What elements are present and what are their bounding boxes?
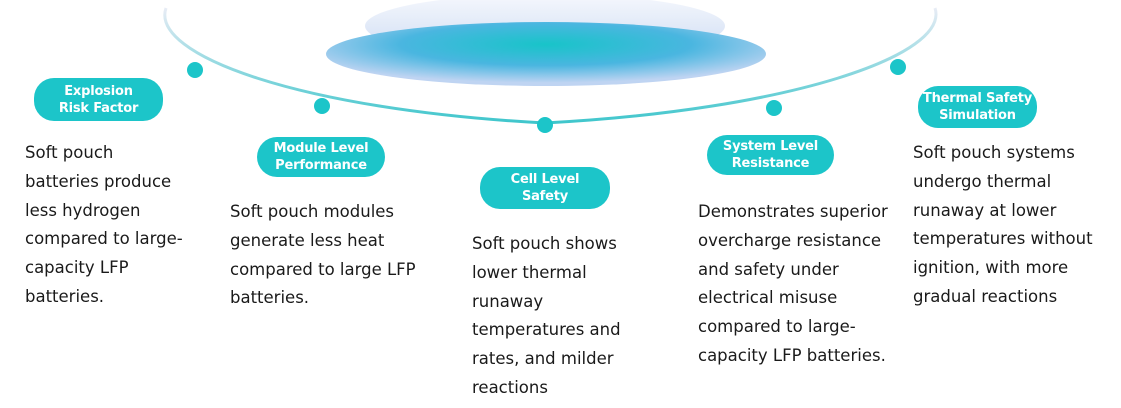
desc-line: generate less heat [230, 230, 385, 250]
desc-line: electrical misuse [698, 288, 838, 308]
desc-line: gradual reactions [913, 286, 1058, 306]
desc-line: runaway [472, 291, 544, 311]
arc-node [766, 100, 782, 116]
desc-line: capacity LFP [25, 258, 129, 278]
desc-line: Soft pouch systems [913, 143, 1075, 162]
desc-line: temperatures without [913, 229, 1093, 249]
label-line: Cell Level [510, 172, 580, 187]
desc-line: overcharge resistance [698, 230, 882, 250]
desc-line: compared to large- [25, 229, 183, 249]
desc-line: less hydrogen [25, 200, 141, 220]
desc-line: rates, and milder [472, 349, 614, 369]
label-module-level-performance: Module Level Performance [257, 137, 385, 177]
desc-module-level-performance: Soft pouch modules generate less heat co… [230, 198, 416, 313]
label-system-level-resistance: System Level Resistance [707, 135, 834, 175]
desc-line: batteries. [25, 286, 105, 306]
desc-line: runaway at lower [913, 200, 1057, 220]
label-explosion-risk-factor: Explosion Risk Factor [34, 78, 163, 121]
desc-line: ignition, with more [913, 258, 1069, 278]
label-line: Simulation [939, 108, 1016, 123]
label-line: System Level [722, 139, 819, 154]
desc-line: and safety under [698, 259, 839, 279]
desc-line: capacity LFP batteries. [698, 345, 886, 365]
desc-line: compared to large LFP [230, 259, 416, 279]
label-thermal-safety-simulation: Thermal Safety Simulation [918, 86, 1037, 128]
desc-line: Soft pouch modules [230, 202, 395, 221]
label-cell-level-safety: Cell Level Safety [480, 167, 610, 209]
desc-line: temperatures and [472, 320, 621, 340]
desc-line: reactions [472, 377, 548, 397]
desc-line: compared to large- [698, 317, 856, 337]
desc-line: batteries. [230, 288, 310, 308]
desc-system-level-resistance: Demonstrates superior overcharge resista… [698, 198, 888, 371]
desc-thermal-safety-simulation: Soft pouch systems undergo thermal runaw… [913, 139, 1093, 312]
arc-node [314, 98, 330, 114]
desc-line: Soft pouch shows [472, 234, 617, 253]
arc-node [537, 117, 553, 133]
platform-disc-bottom [326, 22, 766, 86]
label-line: Explosion [64, 83, 133, 99]
desc-explosion-risk-factor: Soft pouch batteries produce less hydrog… [25, 139, 183, 312]
desc-cell-level-safety: Soft pouch shows lower thermal runaway t… [472, 230, 621, 403]
arc-node [187, 62, 203, 78]
label-line: Safety [521, 189, 569, 204]
desc-line: undergo thermal [913, 171, 1052, 191]
desc-line: lower thermal [472, 262, 587, 282]
label-line: Risk Factor [58, 100, 139, 116]
arc-node [890, 59, 906, 75]
label-line: Resistance [731, 156, 810, 171]
desc-line: Soft pouch [25, 143, 114, 162]
desc-line: Demonstrates superior [698, 202, 888, 221]
label-line: Module Level [273, 141, 369, 156]
label-line: Performance [275, 158, 367, 173]
desc-line: batteries produce [25, 171, 172, 191]
label-line: Thermal Safety [922, 91, 1033, 106]
